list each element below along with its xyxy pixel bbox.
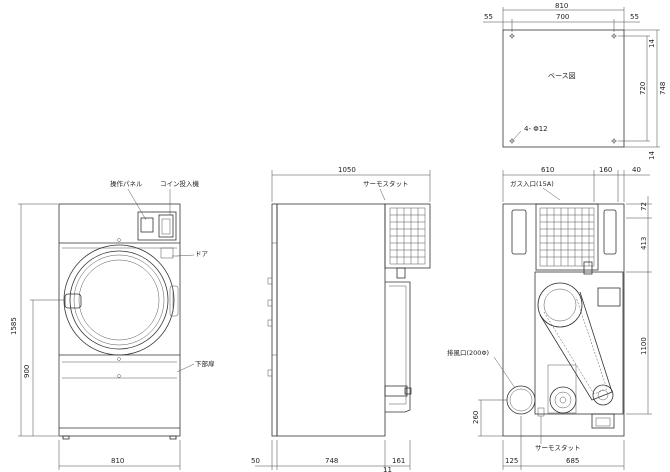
base-view-label: ベース図 — [548, 72, 576, 80]
rear-dim-260: 260 — [472, 411, 480, 424]
side-body-depth-label: 748 — [325, 457, 338, 465]
side-thermostat-label: サーモスタット — [363, 179, 409, 188]
side-cabinet — [276, 203, 386, 437]
hole-spec-label: 4- Φ12 — [524, 125, 548, 133]
base-top-margin-label: 14 — [648, 39, 656, 48]
lower-door-label: 下部扉 — [195, 359, 215, 368]
blower — [549, 386, 577, 414]
side-vent-grid — [384, 203, 431, 269]
rear-dim-1100: 1100 — [640, 337, 648, 355]
bolt-holes — [509, 33, 617, 144]
door-outer — [63, 244, 175, 356]
rear-dim-125: 125 — [505, 457, 518, 465]
rear-dim-160: 160 — [599, 166, 612, 174]
door-handle — [64, 293, 82, 309]
door-label: ドア — [195, 250, 209, 258]
coin-slot-label: コイン投入機 — [160, 179, 200, 188]
gas-inlet-label: ガス入口(15A) — [510, 179, 554, 188]
base-bottom-margin-label: 14 — [648, 151, 656, 160]
rear-thermostat-label: サーモスタット — [535, 443, 581, 452]
rear-machine-room — [534, 271, 624, 415]
rear-vent-cells — [539, 207, 595, 267]
rear-dim-40: 40 — [632, 166, 641, 174]
base-view: 810 55 700 55 ベース図 4- Φ12 748 720 — [483, 2, 667, 160]
side-offset-label: 50 — [251, 457, 260, 465]
door-center-height-label: 900 — [23, 365, 31, 378]
base-left-margin-label: 55 — [484, 13, 493, 21]
side-depth-label: 1050 — [338, 166, 356, 174]
front-height-label: 1585 — [10, 317, 18, 335]
exhaust-port — [506, 385, 536, 415]
side-vent-cells — [389, 207, 426, 265]
drum-pulley — [537, 282, 583, 328]
rear-dim-413: 413 — [640, 237, 648, 250]
side-rear-gap-label: 11 — [383, 466, 392, 472]
front-width-label: 810 — [111, 457, 124, 465]
operation-panel-label: 操作パネル — [110, 179, 143, 188]
rear-control-box — [597, 287, 621, 307]
base-plate — [502, 29, 625, 148]
side-view: 1050 サーモスタット — [251, 166, 431, 472]
base-inner-depth-label: 720 — [639, 82, 647, 95]
rear-cabinet — [502, 203, 625, 437]
rear-view: 610 160 40 ガス入口(15A) — [447, 166, 652, 470]
rear-dim-610: 610 — [541, 166, 554, 174]
base-width-label: 810 — [555, 2, 568, 10]
side-duct — [385, 281, 411, 413]
base-right-margin-label: 55 — [630, 13, 639, 21]
exhaust-label: 排風口(200Φ) — [447, 348, 489, 357]
front-cabinet — [58, 203, 181, 437]
rear-dim-685: 685 — [566, 457, 579, 465]
control-panel — [137, 211, 177, 241]
base-depth-label: 748 — [659, 82, 667, 95]
rear-dim-72: 72 — [640, 202, 648, 211]
front-view: 操作パネル コイン投入機 ドア — [10, 179, 215, 470]
drive-belt — [539, 291, 613, 401]
side-rear-depth-label: 161 — [392, 457, 405, 465]
base-inner-width-label: 700 — [556, 13, 569, 21]
rear-vent-grid — [535, 203, 599, 271]
